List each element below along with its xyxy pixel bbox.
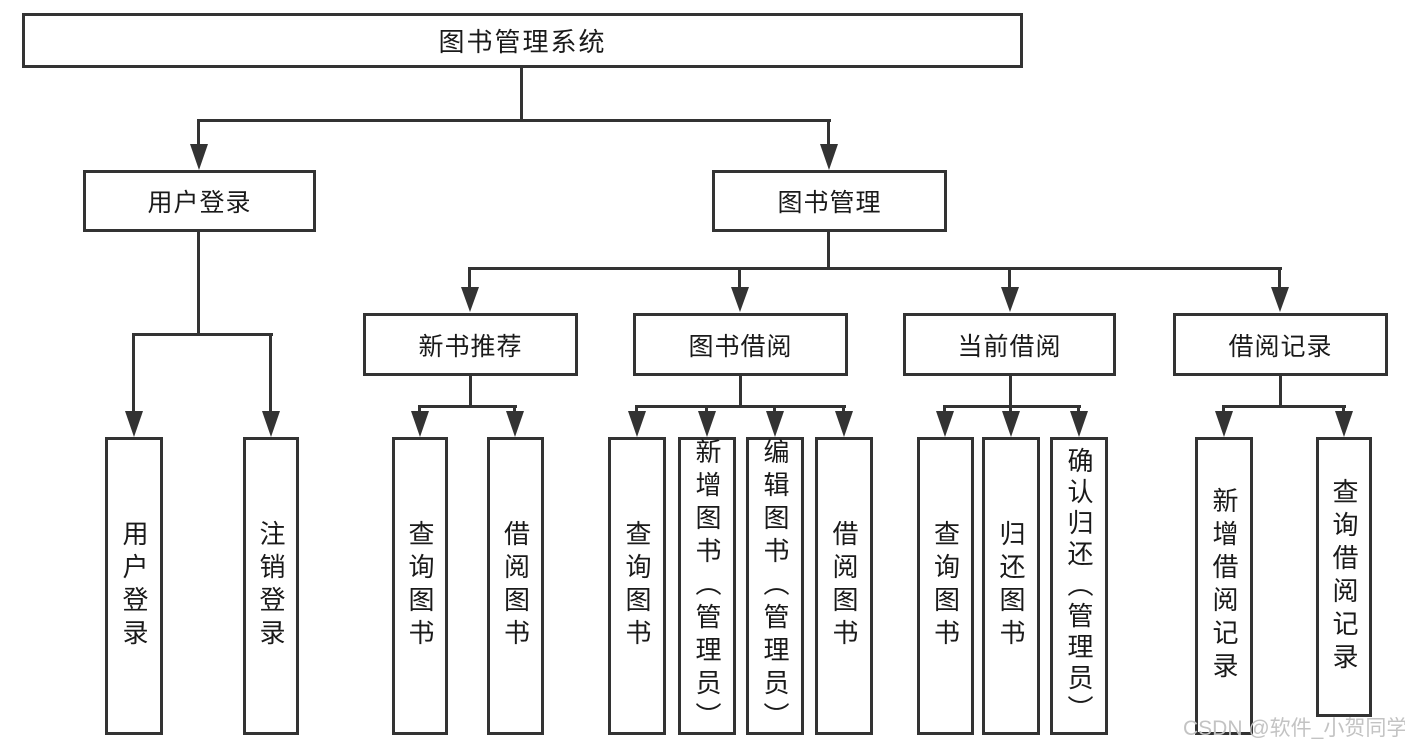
leaf-user-login: 用户登录 [105, 437, 163, 735]
leaf-edit-book-admin-label: 编辑图书（管理员） [760, 437, 790, 735]
arrow-to-leaf-query-books-2-shaft [635, 405, 638, 414]
arrow-to-leaf-query-books-3-head [936, 411, 954, 437]
arrow-to-leaf-add-borrow-record-shaft [1222, 405, 1225, 414]
leaf-confirm-return-admin-label: 确认归还（管理员） [1064, 446, 1094, 726]
node-current-borrowing-label: 当前借阅 [957, 332, 1062, 361]
leaf-query-books-1-label: 查询图书 [405, 520, 435, 652]
node-user-login: 用户登录 [83, 170, 316, 232]
connector-borrowing-records-hline [1223, 405, 1346, 408]
arrow-to-leaf-query-books-3-shaft [943, 405, 946, 414]
node-new-book-recommend: 新书推荐 [363, 313, 578, 376]
arrow-to-new-book-recommend-shaft [468, 267, 471, 289]
leaf-borrow-books-1-label: 借阅图书 [500, 520, 531, 652]
arrow-to-book-management-head [820, 144, 838, 170]
arrow-to-leaf-borrow-books-1-head [506, 411, 524, 437]
connector-current-borrowing-hline [944, 405, 1081, 408]
leaf-query-books-2-label: 查询图书 [622, 520, 652, 652]
node-borrowing-records-label: 借阅记录 [1228, 332, 1333, 361]
connector-current-borrowing-vline [1009, 376, 1012, 408]
arrow-to-leaf-edit-book-shaft [773, 405, 776, 414]
node-book-borrowing: 图书借阅 [633, 313, 848, 376]
leaf-add-borrow-record-label: 新增借阅记录 [1209, 487, 1239, 685]
leaf-add-book-admin-label: 新增图书（管理员） [692, 437, 722, 735]
node-library-system: 图书管理系统 [22, 13, 1023, 68]
arrow-to-leaf-edit-book-head [766, 411, 784, 437]
connector-root-hline [198, 119, 831, 122]
connector-user-login-hline [133, 333, 273, 336]
arrow-to-book-management-shaft [827, 119, 830, 146]
connector-new-book-recommend-hline [419, 405, 517, 408]
leaf-return-books: 归还图书 [982, 437, 1040, 735]
leaf-query-books-2: 查询图书 [608, 437, 666, 735]
arrow-to-leaf-confirm-return-shaft [1077, 405, 1080, 414]
leaf-confirm-return-admin: 确认归还（管理员） [1050, 437, 1108, 735]
connector-new-book-recommend-vline [469, 376, 472, 408]
node-book-borrowing-label: 图书借阅 [688, 332, 793, 361]
node-borrowing-records: 借阅记录 [1173, 313, 1388, 376]
arrow-to-current-borrowing-head [1001, 287, 1019, 312]
arrow-to-user-login-head [190, 144, 208, 170]
leaf-borrow-books-2: 借阅图书 [815, 437, 873, 735]
connector-borrowing-records-vline [1279, 376, 1282, 408]
arrow-to-leaf-logout-head [262, 411, 280, 437]
arrow-to-leaf-query-borrow-record-shaft [1342, 405, 1345, 414]
arrow-to-leaf-user-login-head [125, 411, 143, 437]
node-new-book-recommend-label: 新书推荐 [418, 332, 523, 361]
leaf-borrow-books-1: 借阅图书 [487, 437, 544, 735]
node-current-borrowing: 当前借阅 [903, 313, 1116, 376]
arrow-to-leaf-add-book-shaft [705, 405, 708, 414]
arrow-to-leaf-confirm-return-head [1070, 411, 1088, 437]
leaf-edit-book-admin: 编辑图书（管理员） [746, 437, 804, 735]
connector-book-borrowing-hline [636, 405, 846, 408]
connector-root-vline [520, 68, 523, 122]
arrow-to-leaf-query-books-1-head [411, 411, 429, 437]
arrow-to-book-borrowing-head [731, 287, 749, 312]
arrow-to-leaf-borrow-books-2-shaft [842, 405, 845, 414]
arrow-to-borrowing-records-shaft [1278, 267, 1281, 289]
leaf-query-books-1: 查询图书 [392, 437, 448, 735]
arrow-to-leaf-add-borrow-record-head [1215, 411, 1233, 437]
leaf-query-borrow-record-label: 查询借阅记录 [1329, 478, 1359, 676]
connector-book-management-vline [827, 232, 830, 270]
arrow-to-current-borrowing-shaft [1008, 267, 1011, 289]
leaf-add-book-admin: 新增图书（管理员） [678, 437, 736, 735]
arrow-to-user-login-shaft [197, 119, 200, 146]
leaf-query-books-3: 查询图书 [917, 437, 974, 735]
leaf-return-books-label: 归还图书 [996, 520, 1026, 652]
arrow-to-leaf-return-books-head [1002, 411, 1020, 437]
arrow-to-leaf-logout-shaft [269, 333, 272, 413]
arrow-to-book-borrowing-shaft [738, 267, 741, 289]
connector-book-borrowing-vline [739, 376, 742, 408]
arrow-to-leaf-query-borrow-record-head [1335, 411, 1353, 437]
arrow-to-leaf-user-login-shaft [132, 333, 135, 413]
leaf-user-login-label: 用户登录 [119, 520, 149, 652]
leaf-borrow-books-2-label: 借阅图书 [829, 520, 859, 652]
node-library-system-label: 图书管理系统 [438, 27, 607, 57]
node-user-login-label: 用户登录 [147, 189, 252, 217]
connector-book-management-hline [469, 267, 1282, 270]
connector-user-login-vline [197, 232, 200, 336]
leaf-query-books-3-label: 查询图书 [930, 520, 961, 652]
arrow-to-leaf-add-book-head [698, 411, 716, 437]
arrow-to-new-book-recommend-head [461, 287, 479, 312]
leaf-add-borrow-record: 新增借阅记录 [1195, 437, 1253, 735]
leaf-query-borrow-record: 查询借阅记录 [1316, 437, 1372, 717]
arrow-to-leaf-query-books-2-head [628, 411, 646, 437]
arrow-to-leaf-borrow-books-1-shaft [513, 405, 516, 414]
arrow-to-leaf-query-books-1-shaft [418, 405, 421, 414]
leaf-logout-label: 注销登录 [256, 520, 286, 652]
leaf-logout: 注销登录 [243, 437, 299, 735]
node-book-management: 图书管理 [712, 170, 947, 232]
arrow-to-leaf-return-books-shaft [1009, 405, 1012, 414]
csdn-watermark: CSDN @软件_小贺同学 [1183, 717, 1405, 740]
arrow-to-borrowing-records-head [1271, 287, 1289, 312]
arrow-to-leaf-borrow-books-2-head [835, 411, 853, 437]
node-book-management-label: 图书管理 [777, 189, 882, 217]
